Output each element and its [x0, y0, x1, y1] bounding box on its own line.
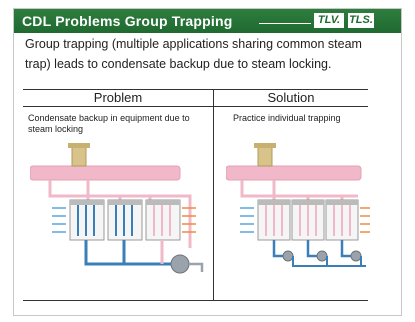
heat-exchanger-3 — [145, 199, 181, 241]
steam-header-pipe — [30, 165, 181, 181]
table-column-divider — [213, 89, 214, 301]
tlv-logo: TLV. — [314, 13, 344, 28]
heat-exchanger-1 — [69, 199, 105, 241]
cold-air-arrows — [240, 207, 254, 233]
header-rule — [259, 23, 311, 24]
problem-description: Condensate backup in equipment due to st… — [28, 113, 190, 134]
warm-air-arrows — [182, 207, 196, 233]
common-steam-trap-icon — [170, 254, 190, 274]
solution-column-header: Solution — [267, 90, 315, 105]
heat-exchanger-2 — [291, 199, 325, 241]
control-valve-icon — [257, 145, 273, 167]
steam-trap-2-icon — [316, 250, 328, 262]
tls-logo: TLS. — [348, 13, 374, 28]
individual-trapping-diagram — [226, 143, 370, 267]
heat-exchanger-3 — [325, 199, 359, 241]
warm-air-arrows — [360, 207, 370, 233]
solution-description: Practice individual trapping — [233, 113, 341, 123]
steam-trap-3-icon — [350, 250, 362, 262]
heat-exchanger-1 — [257, 199, 291, 241]
table-bottom-rule — [23, 300, 368, 301]
table-top-rule — [23, 89, 368, 90]
control-valve-icon — [71, 145, 87, 167]
steam-trap-1-icon — [282, 250, 294, 262]
group-trapping-diagram — [30, 143, 204, 274]
problem-column-header: Problem — [93, 90, 143, 105]
slide-title: CDL Problems Group Trapping — [22, 13, 233, 29]
heat-exchanger-2 — [107, 199, 143, 241]
intro-text: Group trapping (multiple applications sh… — [25, 37, 362, 71]
slide-header: CDL Problems Group Trapping TLV. TLS. — [14, 9, 401, 33]
table-header-rule — [23, 106, 368, 107]
steam-header-pipe — [226, 165, 362, 181]
cold-air-arrows — [52, 207, 66, 233]
